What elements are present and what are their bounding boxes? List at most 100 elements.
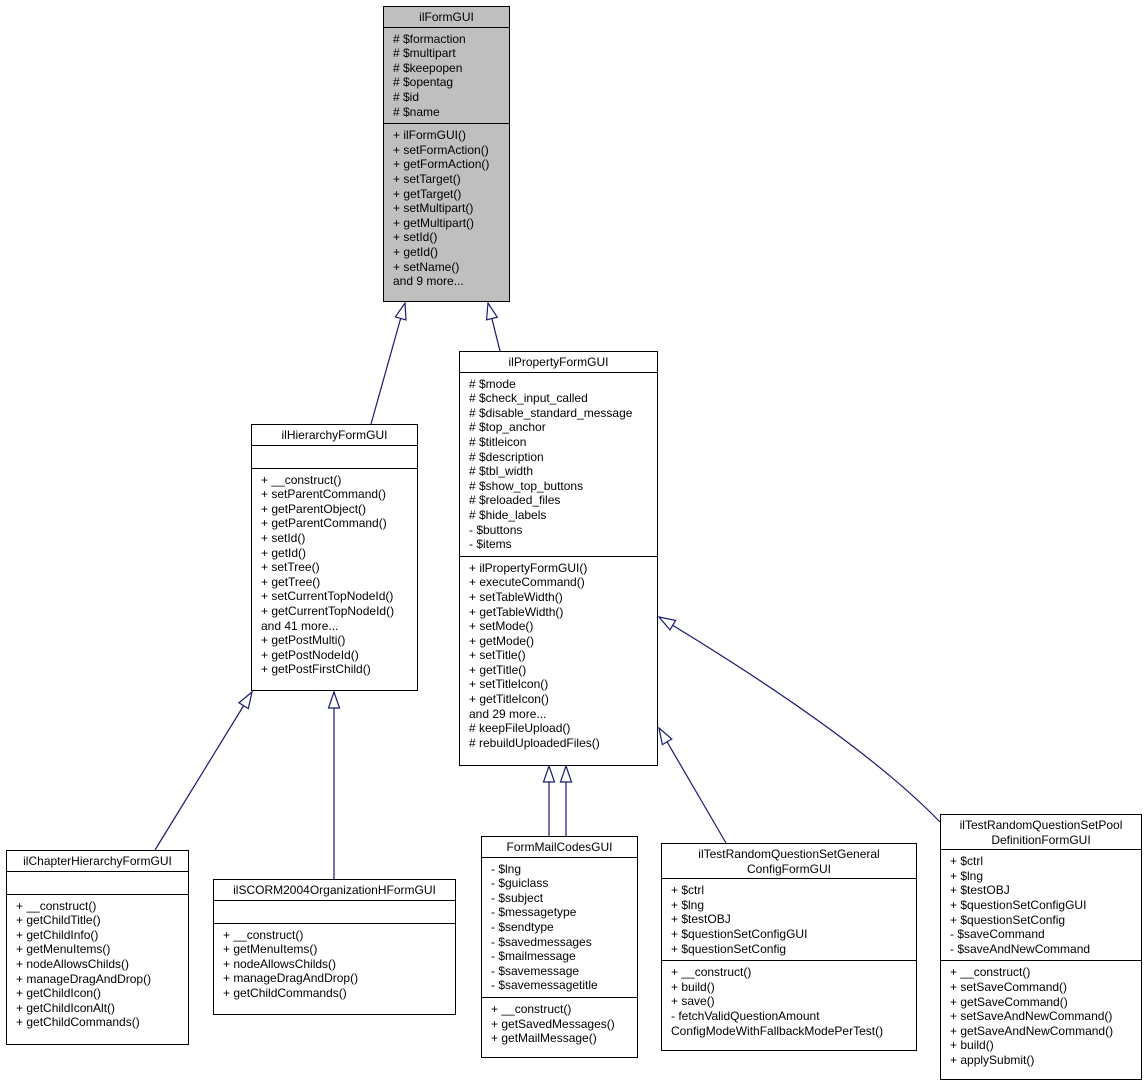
attribute-list: - $lng- $guiclass- $subject- $messagetyp… <box>482 858 637 998</box>
attribute-item: + $questionSetConfig <box>671 941 787 956</box>
method-item: + getChildCommands() <box>16 1015 140 1030</box>
class-name: ilFormGUI <box>419 10 474 24</box>
method-item: + getMultipart() <box>393 215 475 230</box>
method-item: + setMode() <box>469 619 534 634</box>
method-item: + getSaveCommand() <box>950 994 1068 1009</box>
method-item: + setTarget() <box>393 171 461 186</box>
method-item: + setTitle() <box>469 648 526 663</box>
edge-chapter-to-hierarchy <box>154 691 253 851</box>
attribute-item: # $reloaded_files <box>469 493 561 508</box>
class-name: ilPropertyFormGUI <box>508 355 609 369</box>
method-item: + setFormAction() <box>393 142 489 157</box>
attribute-item: - $sendtype <box>491 919 554 934</box>
attribute-item: # $hide_labels <box>469 507 547 522</box>
method-item: + getTree() <box>261 574 321 589</box>
method-item: + getTarget() <box>393 186 462 201</box>
method-item: - fetchValidQuestionAmount <box>671 1008 820 1023</box>
class-title: ilFormGUI <box>384 7 509 28</box>
class-title: ilChapterHierarchyFormGUI <box>7 851 188 872</box>
class-title: ilPropertyFormGUI <box>460 352 657 373</box>
class-ilscorm2004organizationhformgui[interactable]: ilSCORM2004OrganizationHFormGUI + __const… <box>213 879 456 1015</box>
method-item: + nodeAllowsChilds() <box>223 956 337 971</box>
attribute-list: + $ctrl+ $lng+ $testOBJ+ $questionSetCon… <box>662 879 916 962</box>
method-item: and 29 more... <box>469 706 547 721</box>
attribute-list <box>252 446 417 469</box>
attribute-item: + $ctrl <box>671 883 705 898</box>
method-item: and 9 more... <box>393 274 464 289</box>
arrowhead-property-to-formgui <box>485 301 499 321</box>
edge-hierarchy-to-formgui <box>370 302 406 425</box>
arrowhead-pooldefinition-to-property <box>657 616 677 631</box>
method-item: and 41 more... <box>261 618 339 633</box>
method-item: + getId() <box>261 545 307 560</box>
method-list: + __construct()+ build()+ save()- fetchV… <box>662 961 916 1042</box>
method-item: + getPostMulti() <box>261 633 346 648</box>
arrowhead-formmail-to-property-b <box>559 764 573 783</box>
class-name: ConfigFormGUI <box>746 861 832 876</box>
class-ilhierarchyformgui[interactable]: ilHierarchyFormGUI+ __construct()+ setPa… <box>251 424 418 691</box>
method-item: + ilFormGUI() <box>393 128 466 143</box>
attribute-item: # $check_input_called <box>469 391 588 406</box>
method-item: + setId() <box>261 530 306 545</box>
attribute-item: # $mode <box>469 376 516 391</box>
class-ilchapterhierarchyformgui[interactable]: ilChapterHierarchyFormGUI+ __construct()… <box>6 850 189 1045</box>
class-name: ilSCORM2004OrganizationHFormGUI <box>233 883 436 897</box>
attribute-item: - $mailmessage <box>491 949 576 964</box>
attribute-item: - $savemessagetitle <box>491 978 598 993</box>
method-item: + __construct() <box>491 1001 572 1016</box>
method-item: + getSavedMessages() <box>491 1016 615 1031</box>
method-list: + __construct()+ setSaveCommand()+ getSa… <box>941 961 1141 1071</box>
method-item: + getPostFirstChild() <box>261 662 371 677</box>
method-item: + nodeAllowsChilds() <box>16 956 130 971</box>
attribute-item: - $subject <box>491 890 544 905</box>
attribute-list <box>7 872 188 895</box>
method-item: ConfigModeWithFallbackModePerTest() <box>671 1023 884 1038</box>
method-item: + setId() <box>393 230 438 245</box>
attribute-item: + $testOBJ <box>950 883 1010 898</box>
arrowhead-scorm-to-hierarchy <box>327 690 341 709</box>
method-item: + getMode() <box>469 633 535 648</box>
attribute-item: # $show_top_buttons <box>469 478 584 493</box>
method-item: # keepFileUpload() <box>469 721 571 736</box>
method-item: + getChildIconAlt() <box>16 1000 116 1015</box>
method-item: + getTitleIcon() <box>469 692 549 707</box>
method-item: + setSaveCommand() <box>950 979 1068 994</box>
class-ilpropertyformgui[interactable]: ilPropertyFormGUI # $mode# $check_input_c… <box>459 351 658 766</box>
method-item: + setTableWidth() <box>469 589 563 604</box>
arrowhead-generalconfig-to-property <box>658 726 673 746</box>
attribute-list <box>214 901 455 924</box>
attribute-item: - $items <box>469 537 512 552</box>
method-list: + __construct()+ getMenuItems()+ nodeAll… <box>214 924 455 1005</box>
attribute-item: # $titleicon <box>469 434 527 449</box>
attribute-item: # $name <box>393 104 440 119</box>
method-item: + __construct() <box>223 927 304 942</box>
method-item: + getSaveAndNewCommand() <box>950 1023 1114 1038</box>
attribute-item: + $testOBJ <box>671 912 731 927</box>
class-name: FormMailCodesGUI <box>506 840 613 854</box>
attribute-item: - $lng <box>491 861 522 876</box>
class-ilformgui[interactable]: ilFormGUI# $formaction# $multipart# $kee… <box>383 6 510 302</box>
method-item: + getCurrentTopNodeId() <box>261 603 395 618</box>
method-item: + executeCommand() <box>469 575 585 590</box>
class-name: DefinitionFormGUI <box>991 832 1091 847</box>
attribute-item: - $savemessage <box>491 963 580 978</box>
method-list: + ilPropertyFormGUI()+ executeCommand()+… <box>460 557 657 755</box>
method-item: + setTree() <box>261 560 320 575</box>
class-name: ilChapterHierarchyFormGUI <box>23 854 172 868</box>
method-item: + manageDragAndDrop() <box>223 971 359 986</box>
attribute-item: # $keepopen <box>393 60 463 75</box>
method-item: + getPostNodeId() <box>261 647 359 662</box>
attribute-list: + $ctrl+ $lng+ $testOBJ+ $questionSetCon… <box>941 850 1141 962</box>
method-item: + applySubmit() <box>950 1052 1035 1067</box>
method-item: + getMenuItems() <box>223 942 318 957</box>
method-item: + ilPropertyFormGUI() <box>469 560 588 575</box>
class-formmailcodesgui[interactable]: FormMailCodesGUI - $lng- $guiclass- $subj… <box>481 836 638 1058</box>
method-list: + __construct()+ getSavedMessages()+ get… <box>482 998 637 1050</box>
attribute-item: + $ctrl <box>950 854 984 869</box>
method-item: + getParentCommand() <box>261 516 387 531</box>
attribute-item: # $id <box>393 89 420 104</box>
